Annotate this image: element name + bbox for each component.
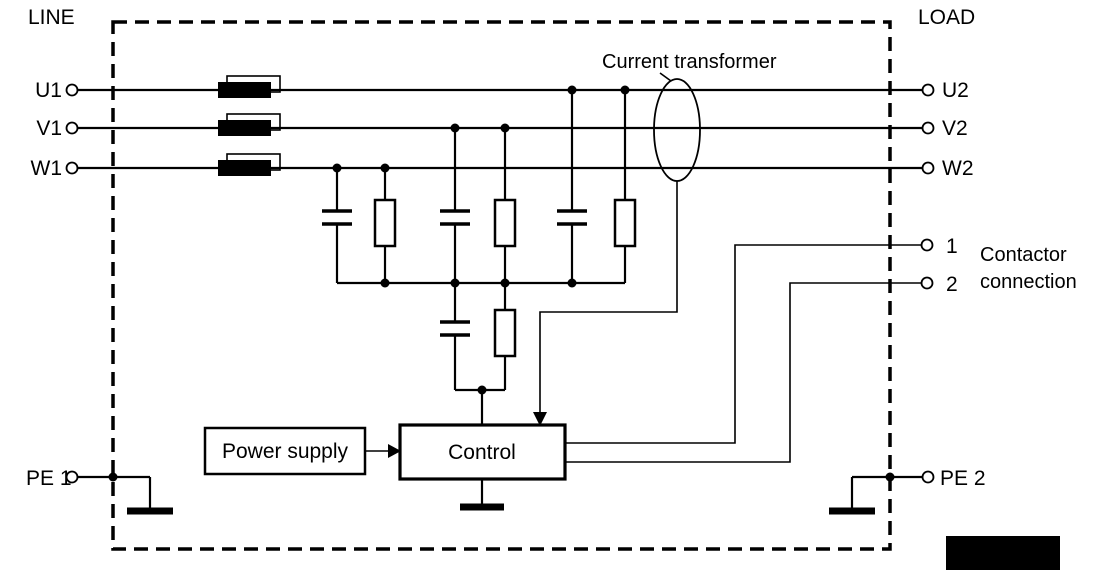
label-current-transformer: Current transformer — [602, 51, 777, 73]
enclosure-dashed-border — [111, 20, 892, 551]
junction-dot — [500, 278, 510, 288]
contactor-wire-1 — [565, 244, 922, 444]
label-pe1: PE 1 — [26, 467, 72, 490]
thyristor-block-v — [218, 120, 271, 136]
resistor-icon — [493, 198, 517, 248]
contactor-wire-2 — [565, 282, 922, 463]
junction-dot — [885, 472, 895, 482]
label-contactor-connection-1: Contactor — [980, 244, 1067, 266]
arrowhead-down-icon — [533, 412, 547, 426]
label-u2: U2 — [942, 79, 969, 102]
label-pe2: PE 2 — [940, 467, 986, 490]
thyristor-block-u — [218, 82, 271, 98]
junction-dot — [567, 278, 577, 288]
junction-dot — [450, 278, 460, 288]
ct-signal-wire — [539, 181, 678, 414]
terminal-contactor-1 — [920, 238, 934, 252]
junction-dot — [108, 472, 118, 482]
label-line: LINE — [28, 6, 75, 29]
terminal-v2 — [921, 121, 935, 135]
arrowhead-right-icon — [388, 444, 401, 458]
thyristor-block-w — [218, 160, 271, 176]
label-u1: U1 — [35, 79, 62, 102]
label-v2: V2 — [942, 117, 968, 140]
terminal-w2 — [921, 161, 935, 175]
junction-dot — [380, 163, 390, 173]
label-load: LOAD — [918, 6, 975, 29]
junction-dot — [450, 123, 460, 133]
junction-dot — [567, 85, 577, 95]
label-v1: V1 — [36, 117, 62, 140]
label-contactor-1: 1 — [946, 235, 958, 258]
label-w2: W2 — [942, 157, 974, 180]
resistor-icon — [613, 198, 637, 248]
current-transformer-ellipse — [653, 78, 701, 182]
resistor-icon — [373, 198, 397, 248]
label-control: Control — [448, 441, 516, 464]
terminal-pe1 — [65, 470, 79, 484]
junction-dot — [380, 278, 390, 288]
terminal-w1 — [65, 161, 79, 175]
label-contactor-2: 2 — [946, 273, 958, 296]
terminal-contactor-2 — [920, 276, 934, 290]
junction-dot — [332, 163, 342, 173]
junction-dot — [500, 123, 510, 133]
resistor-icon — [493, 308, 517, 358]
terminal-u2 — [921, 83, 935, 97]
junction-dot — [477, 385, 487, 395]
leader-line — [659, 72, 672, 82]
terminal-pe2 — [921, 470, 935, 484]
label-w1: W1 — [31, 157, 63, 180]
terminal-v1 — [65, 121, 79, 135]
terminal-u1 — [65, 83, 79, 97]
label-contactor-connection-2: connection — [980, 271, 1077, 293]
junction-dot — [620, 85, 630, 95]
blackout-rectangle — [946, 536, 1060, 570]
label-power-supply: Power supply — [222, 440, 349, 463]
